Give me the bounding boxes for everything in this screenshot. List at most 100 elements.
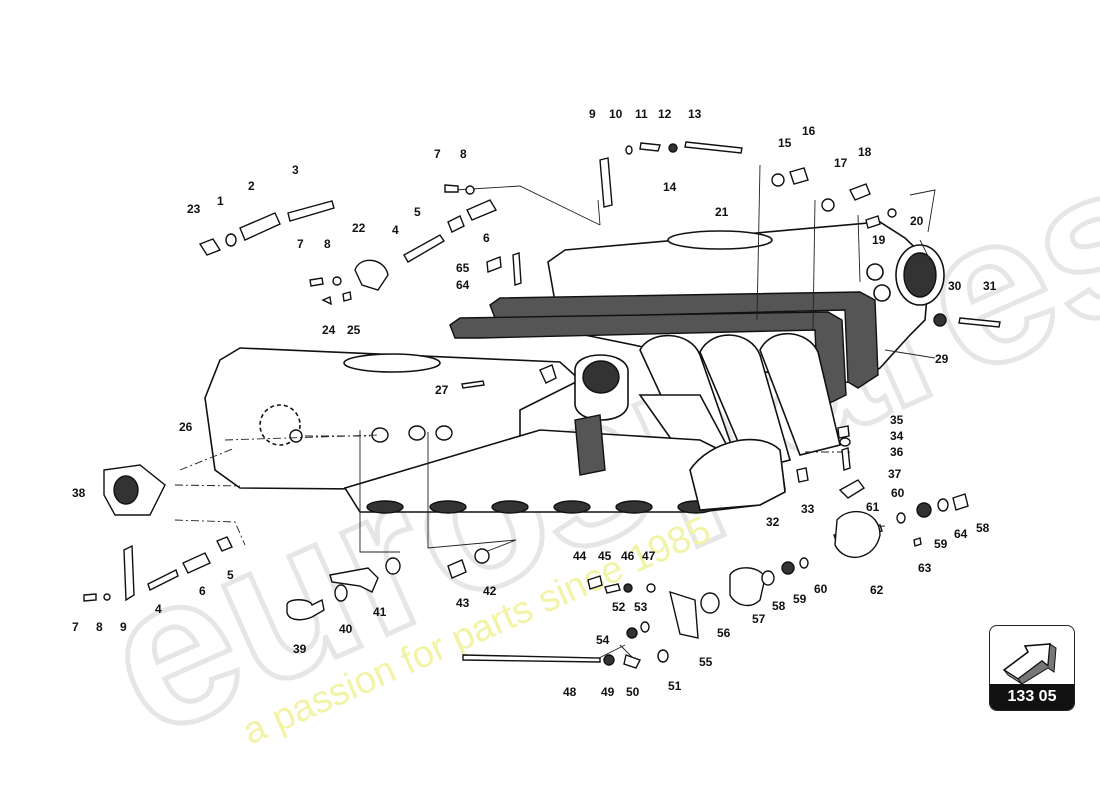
- label-30: 30: [948, 279, 962, 293]
- ring-41: [385, 557, 401, 575]
- label-58-right: 58: [976, 521, 990, 535]
- fitting-44: [587, 575, 603, 590]
- bush-6-low: [182, 552, 211, 574]
- lower-port-2: [408, 425, 426, 441]
- upper-boss: [866, 263, 884, 281]
- label-50: 50: [626, 685, 640, 699]
- leader-lines: [174, 164, 936, 661]
- label-39: 39: [293, 642, 307, 656]
- disc-56: [700, 592, 720, 614]
- runner-throats: [366, 500, 715, 514]
- label-59-low: 59: [793, 592, 807, 606]
- label-60-low: 60: [814, 582, 828, 596]
- label-56: 56: [717, 626, 731, 640]
- label-49: 49: [601, 685, 615, 699]
- label-4-low: 4: [155, 602, 162, 616]
- label-34: 34: [890, 429, 904, 443]
- bracket-55: [669, 590, 699, 639]
- label-20: 20: [910, 214, 924, 228]
- label-18: 18: [858, 145, 872, 159]
- upper-inlet-bore: [903, 252, 937, 298]
- label-40: 40: [339, 622, 353, 636]
- label-5-top: 5: [414, 205, 421, 219]
- label-5-low: 5: [227, 568, 234, 582]
- label-22: 22: [352, 221, 366, 235]
- plug-33: [796, 467, 809, 483]
- loose-parts: [83, 141, 1001, 669]
- ring-42: [474, 548, 490, 564]
- fitting-41: [329, 567, 379, 593]
- label-52: 52: [612, 600, 626, 614]
- clip-51: [657, 649, 669, 663]
- plate-64-top: [512, 252, 522, 286]
- label-64-right: 64: [954, 527, 968, 541]
- seal-40: [334, 584, 348, 602]
- stud-3: [287, 200, 335, 222]
- label-10: 10: [609, 107, 623, 121]
- center-gasket-strip: [574, 414, 606, 476]
- label-12: 12: [658, 107, 672, 121]
- bush-6-top: [466, 199, 498, 221]
- page-reference-box: 133 05: [989, 625, 1075, 711]
- fitting-45: [604, 583, 621, 594]
- label-64-top: 64: [456, 278, 470, 292]
- nut-59-right: [916, 502, 932, 518]
- washer-34: [839, 437, 851, 447]
- label-8-low: 8: [96, 620, 103, 634]
- pin-11: [639, 142, 661, 152]
- label-25: 25: [347, 323, 361, 337]
- direction-arrow-icon: [1002, 643, 1057, 684]
- screw-7-low: [83, 593, 97, 602]
- sleeve-2: [239, 212, 281, 241]
- lever-22: [354, 259, 389, 291]
- washer-58-low: [761, 570, 775, 586]
- label-6-top: 6: [483, 231, 490, 245]
- label-51: 51: [668, 679, 682, 693]
- label-35: 35: [890, 413, 904, 427]
- nut-25: [342, 291, 352, 302]
- nut-52: [626, 627, 638, 639]
- arm-9-low: [123, 544, 135, 602]
- label-32: 32: [766, 515, 780, 529]
- ring-15: [771, 173, 785, 187]
- screw-7-mid: [309, 277, 324, 287]
- bush-50: [623, 654, 641, 669]
- label-11: 11: [635, 107, 648, 121]
- label-45: 45: [598, 549, 612, 563]
- label-44: 44: [573, 549, 587, 563]
- label-47: 47: [642, 549, 656, 563]
- upper-boss-2: [873, 284, 891, 302]
- label-65: 65: [456, 261, 470, 275]
- label-9-top: 9: [589, 107, 596, 121]
- label-15: 15: [778, 136, 792, 150]
- throttle-disc-61: [834, 510, 881, 558]
- label-27: 27: [435, 383, 449, 397]
- label-17: 17: [834, 156, 848, 170]
- front-inlet-bore: [582, 360, 620, 394]
- bush-5-top: [447, 215, 465, 233]
- pin-27: [461, 380, 485, 389]
- label-37: 37: [888, 467, 902, 481]
- label-3: 3: [292, 163, 299, 177]
- label-58-low: 58: [772, 599, 786, 613]
- label-59-right: 59: [934, 537, 948, 551]
- label-46: 46: [621, 549, 635, 563]
- nut-35: [837, 425, 850, 439]
- rod-4-top: [403, 234, 445, 263]
- washer-1: [225, 233, 237, 247]
- label-16: 16: [802, 124, 816, 138]
- part-labels: 23 1 2 3 7 8 5 4 6 22 7 8 65 64 24 25 9 …: [72, 107, 997, 699]
- washer-8-mid: [332, 276, 342, 286]
- lower-plenum-plug: [289, 429, 303, 443]
- label-8-mid: 8: [324, 237, 331, 251]
- label-63: 63: [918, 561, 932, 575]
- label-43: 43: [456, 596, 470, 610]
- label-13: 13: [688, 107, 702, 121]
- label-42: 42: [483, 584, 497, 598]
- label-31: 31: [983, 279, 997, 293]
- label-36: 36: [890, 445, 904, 459]
- plug-43: [447, 559, 467, 579]
- label-21: 21: [715, 205, 729, 219]
- washer-8-top: [465, 185, 475, 195]
